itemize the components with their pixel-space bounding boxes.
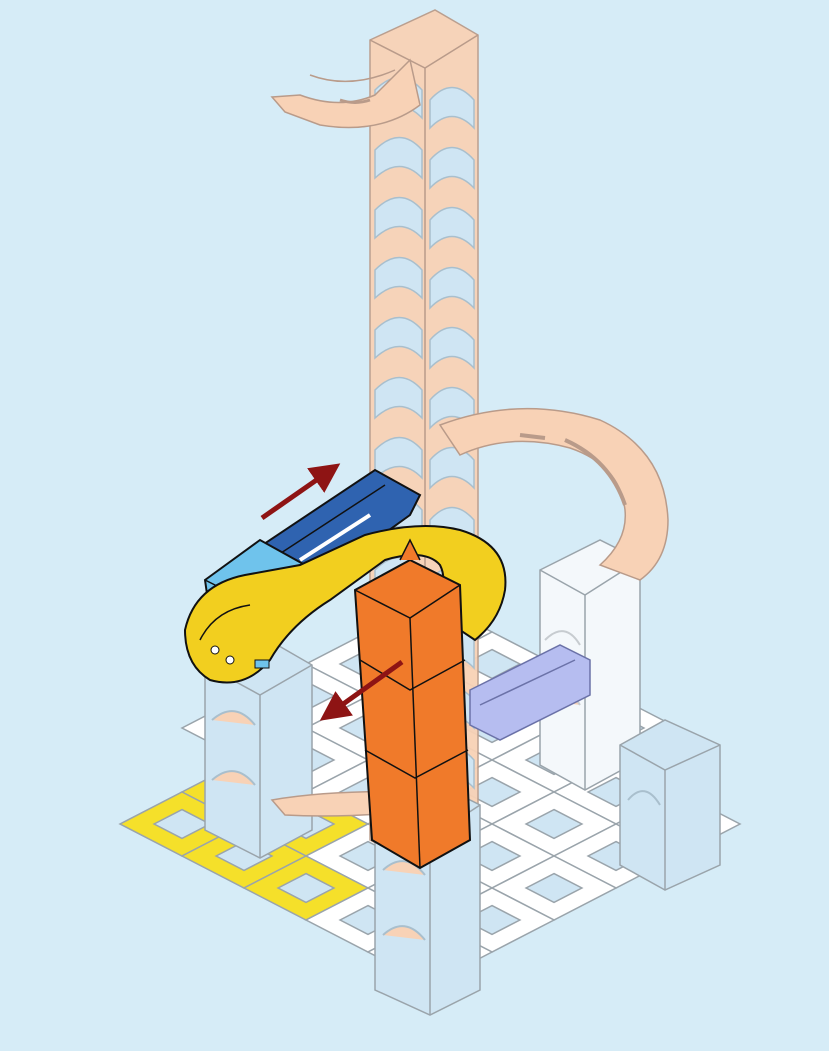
ghost-glass-tower-front-right [620,720,720,890]
orange-tower[interactable] [355,540,470,868]
